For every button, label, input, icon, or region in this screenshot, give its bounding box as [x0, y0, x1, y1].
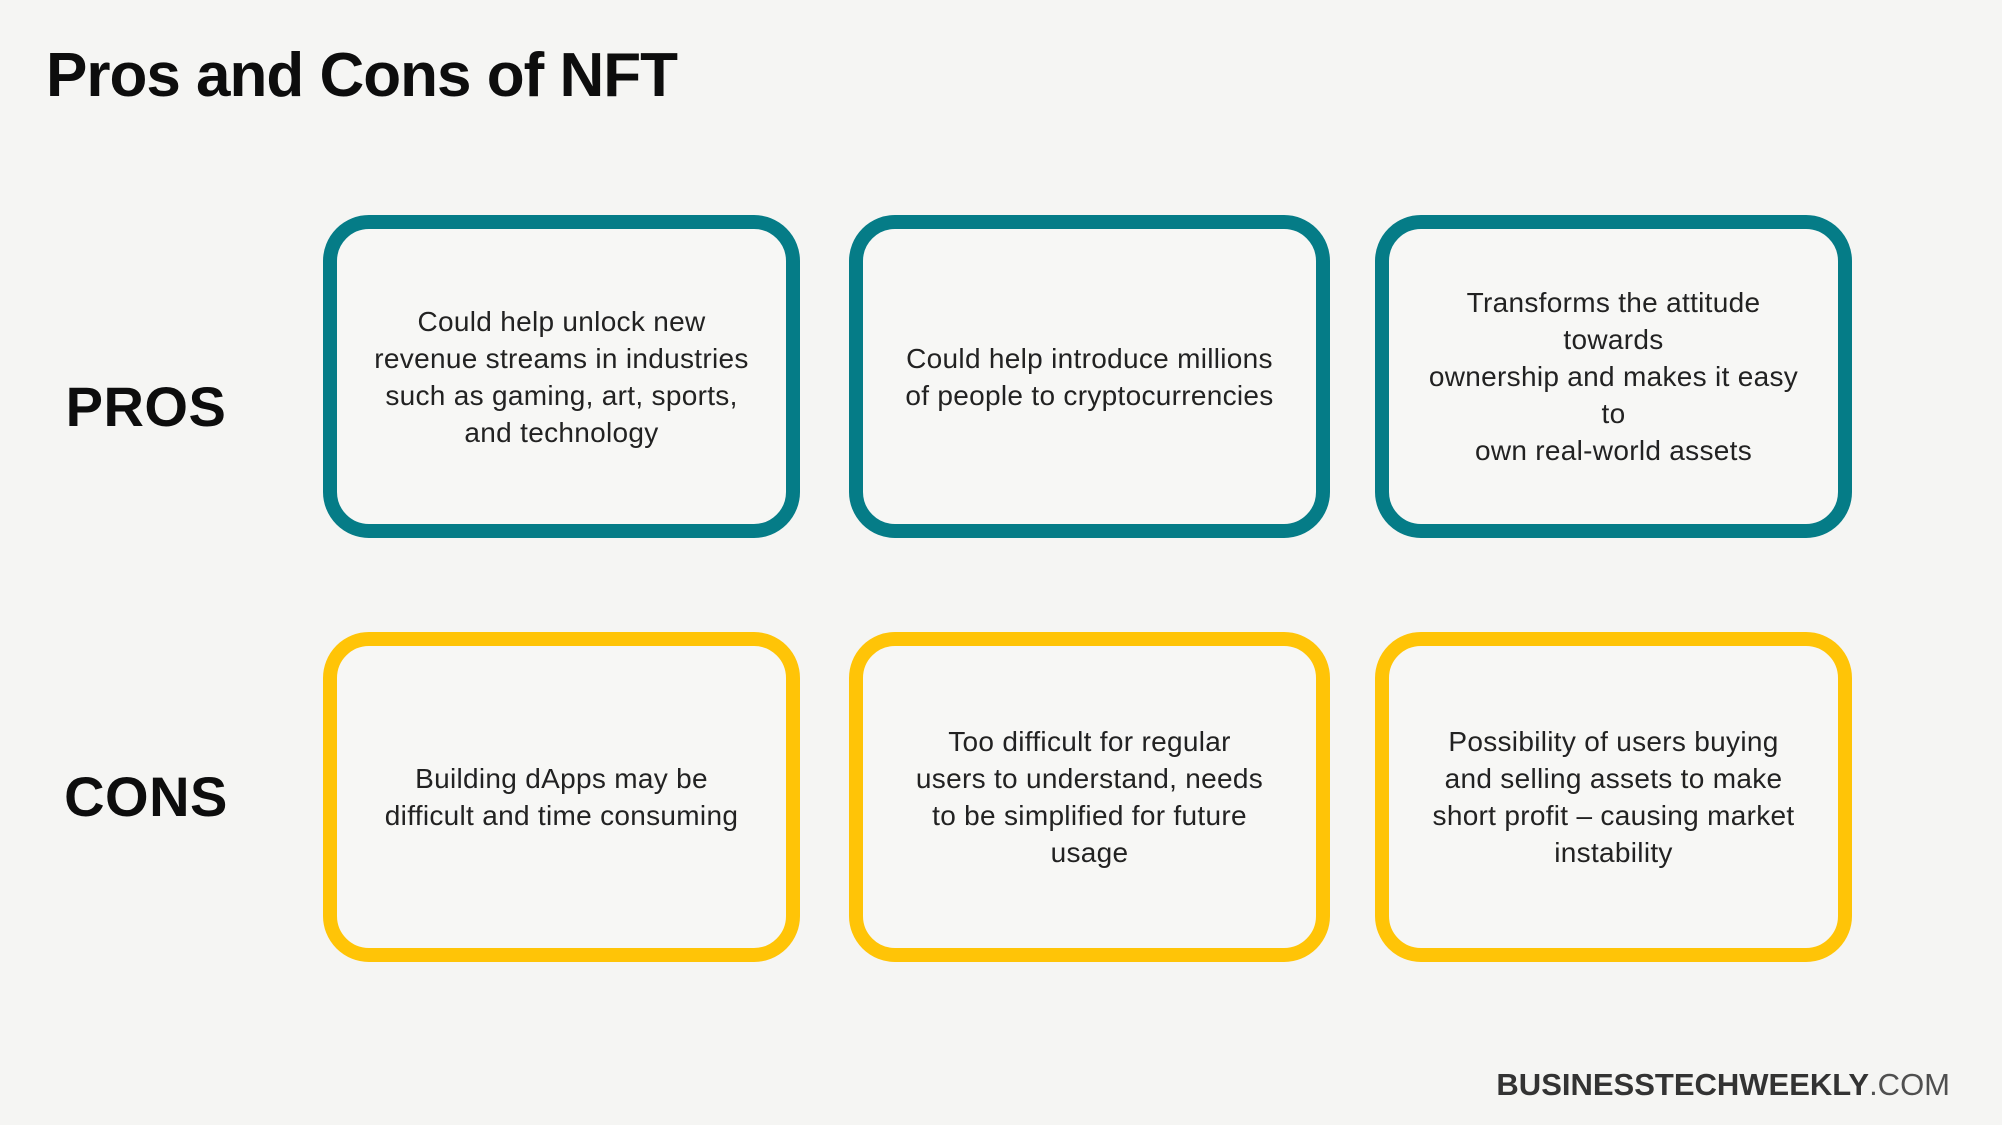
cons-card-3-text: Possibility of users buying and selling … — [1432, 726, 1795, 868]
pros-card-1: Could help unlock new revenue streams in… — [323, 215, 800, 538]
footer-brand-name: BUSINESSTECHWEEKLY — [1496, 1067, 1870, 1102]
cons-card-1-text: Building dApps may be difficult and time… — [384, 763, 739, 831]
cons-row-label: CONS — [64, 765, 228, 828]
pros-card-3-text: Transforms the attitude towards ownershi… — [1428, 287, 1799, 466]
cons-card-2: Too difficult for regular users to under… — [849, 632, 1330, 962]
pros-row-label: PROS — [65, 375, 227, 438]
pros-card-3: Transforms the attitude towards ownershi… — [1375, 215, 1852, 538]
cons-card-2-text: Too difficult for regular users to under… — [915, 726, 1264, 868]
footer-domain-suffix: .COM — [1869, 1067, 1950, 1102]
pros-card-1-text: Could help unlock new revenue streams in… — [374, 305, 749, 448]
cons-card-1: Building dApps may be difficult and time… — [323, 632, 800, 962]
page-title: Pros and Cons of NFT — [46, 41, 678, 110]
pros-card-2: Could help introduce millions of people … — [849, 215, 1330, 538]
footer-watermark: BUSINESSTECHWEEKLY.COM — [1496, 1067, 1950, 1103]
cons-card-3: Possibility of users buying and selling … — [1375, 632, 1852, 962]
pros-card-2-text: Could help introduce millions of people … — [905, 342, 1274, 411]
